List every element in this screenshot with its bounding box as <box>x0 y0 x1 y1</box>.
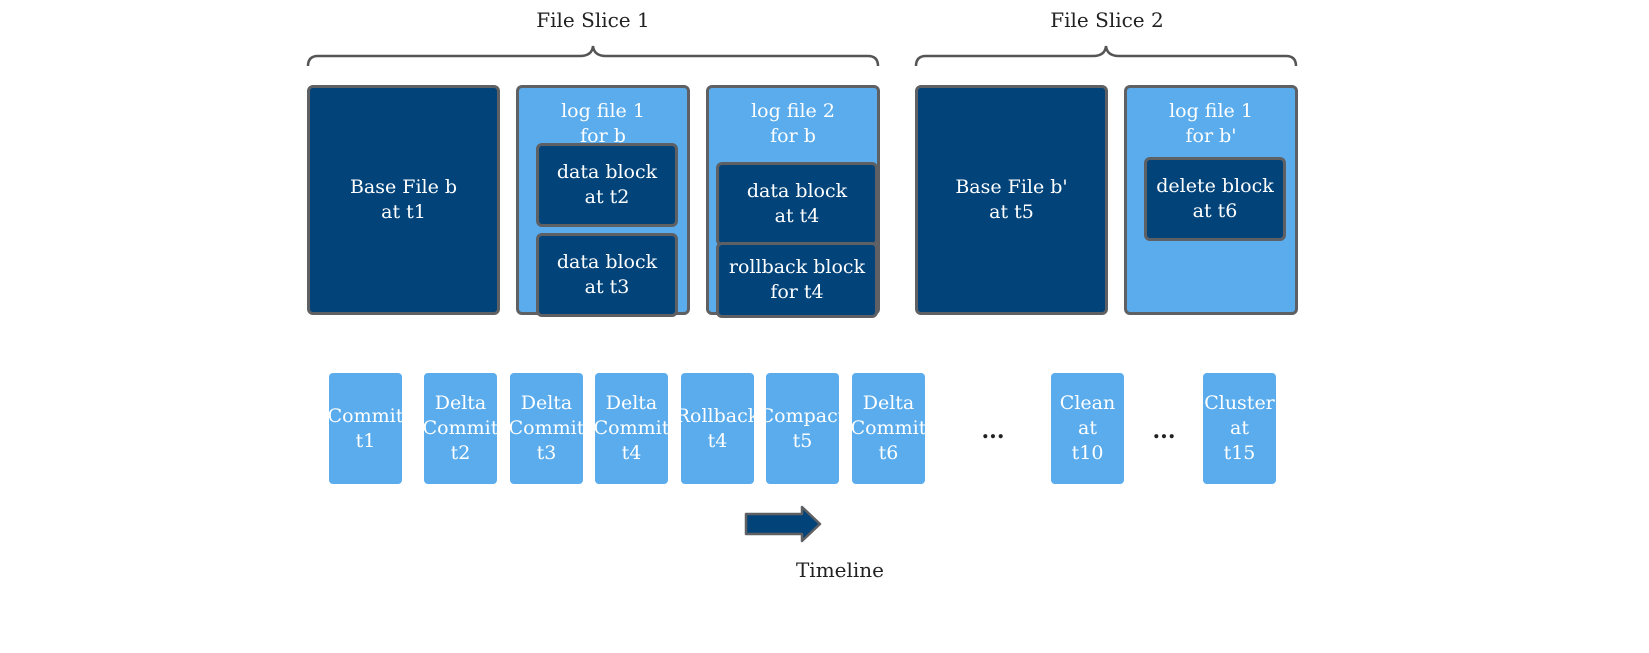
file-slice-2-title: File Slice 2 <box>1050 8 1164 32</box>
delta-commit-t3: Delta Commit t3 <box>509 373 584 484</box>
compact-t5: Compact t5 <box>760 373 845 484</box>
ellipsis-1: ... <box>981 418 1005 444</box>
delta-commit-t6: Delta Commit t6 <box>851 373 926 484</box>
log-file-1-for-b-prime-title: log file 1 for b' <box>1169 100 1253 147</box>
file-slice-2-brace <box>914 45 1298 67</box>
file-slice-1-title: File Slice 1 <box>536 8 650 32</box>
delete-block-t6: delete block at t6 <box>1144 157 1286 241</box>
delta-commit-t4: Delta Commit t4 <box>594 373 669 484</box>
base-file-b-prime: Base File b' at t5 <box>915 85 1108 315</box>
log-file-1-for-b-title: log file 1 for b <box>561 100 645 147</box>
base-file-b: Base File b at t1 <box>307 85 500 315</box>
data-block-t3: data block at t3 <box>536 233 678 317</box>
log-file-1-for-b-prime: log file 1 for b' delete block at t6 <box>1124 85 1298 315</box>
clean-t10: Clean at t10 <box>1051 373 1124 484</box>
ellipsis-2: ... <box>1152 418 1176 444</box>
data-block-t2: data block at t2 <box>536 143 678 227</box>
log-file-2-for-b: log file 2 for b data block at t4 rollba… <box>706 85 880 318</box>
rollback-block-t4: rollback block for t4 <box>716 242 878 318</box>
file-slice-1-brace <box>306 45 880 67</box>
data-block-t4: data block at t4 <box>716 162 878 246</box>
log-file-2-for-b-title: log file 2 for b <box>751 100 835 147</box>
cluster-t15: Cluster at t15 <box>1203 373 1276 484</box>
timeline-arrow-icon <box>744 505 822 543</box>
delta-commit-t2: Delta Commit t2 <box>423 373 498 484</box>
commit-t1: Commit t1 <box>328 373 403 484</box>
log-file-1-for-b: log file 1 for b data block at t2 data b… <box>516 85 690 317</box>
timeline-label: Timeline <box>795 558 885 582</box>
rollback-t4: Rollback t4 <box>676 373 759 484</box>
